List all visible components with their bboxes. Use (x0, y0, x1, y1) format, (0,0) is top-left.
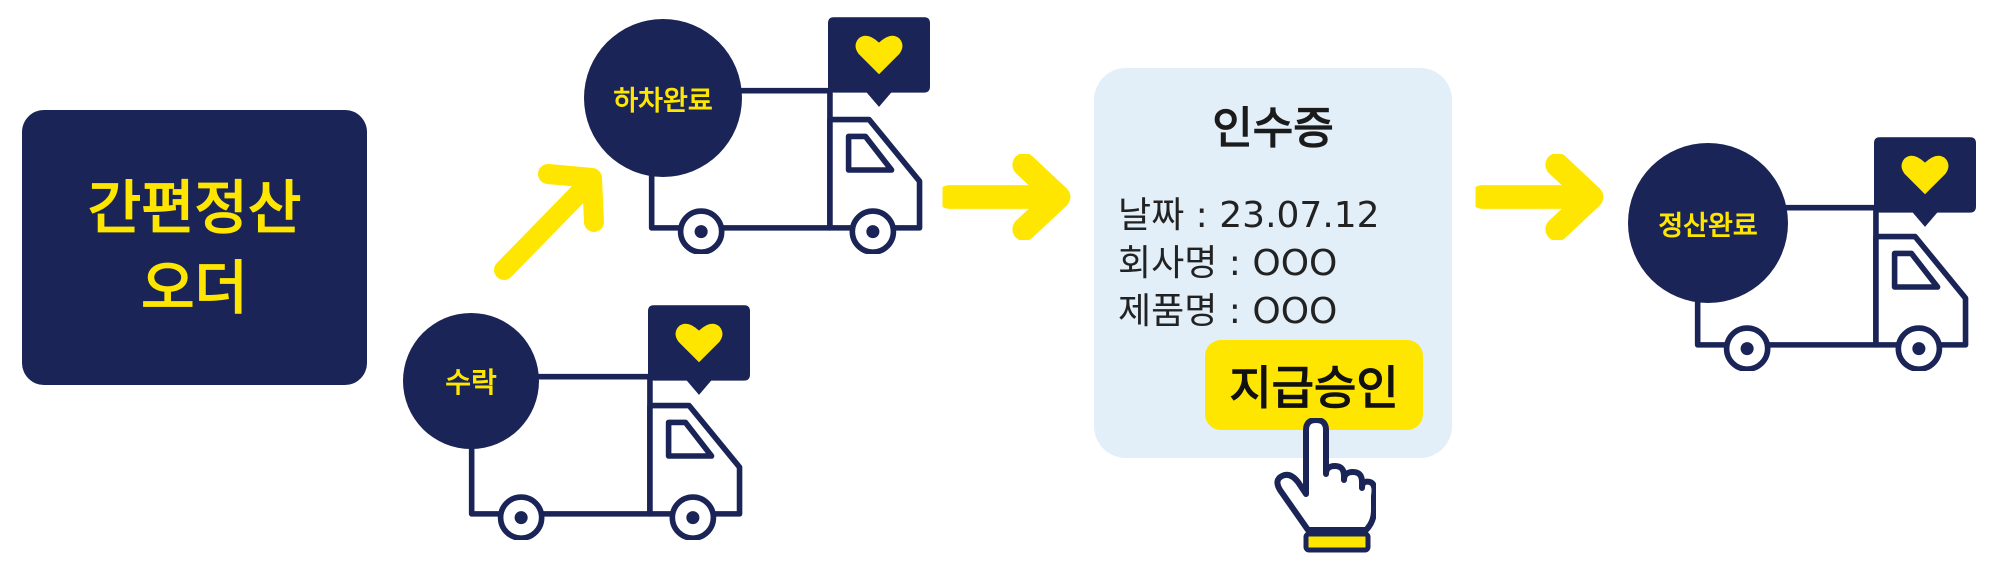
title-line-1: 간편정산 (87, 173, 302, 242)
receipt-title: 인수증 (1212, 103, 1334, 154)
step-settle-label: 정산완료 (1658, 210, 1758, 242)
diagonal-arrow-icon (494, 164, 604, 280)
right-arrow-icon (942, 154, 1072, 240)
receipt-card: 인수증 날짜 : 23.07.12 회사명 : OOO 제품명 : OOO 지급… (1094, 68, 1452, 458)
receipt-company: 회사명 : OOO (1118, 243, 1338, 284)
title-box: 간편정산 오더 (22, 110, 367, 385)
approve-payment-button[interactable]: 지급승인 (1205, 340, 1423, 430)
step-settle-badge: 정산완료 (1628, 143, 1788, 303)
title-line-2: 오더 (141, 253, 248, 322)
receipt-product: 제품명 : OOO (1118, 291, 1338, 332)
step-accept-badge: 수락 (403, 313, 539, 449)
heart-bubble-icon (1874, 137, 1976, 229)
step-unload-badge: 하차완료 (584, 19, 742, 177)
step-accept-label: 수락 (445, 366, 497, 399)
heart-bubble-icon (648, 305, 750, 397)
receipt-date: 날짜 : 23.07.12 (1118, 195, 1380, 236)
step-unload-label: 하차완료 (613, 85, 713, 117)
pointing-hand-icon (1274, 418, 1376, 553)
right-arrow-icon (1470, 154, 1610, 240)
heart-bubble-icon (828, 17, 930, 109)
